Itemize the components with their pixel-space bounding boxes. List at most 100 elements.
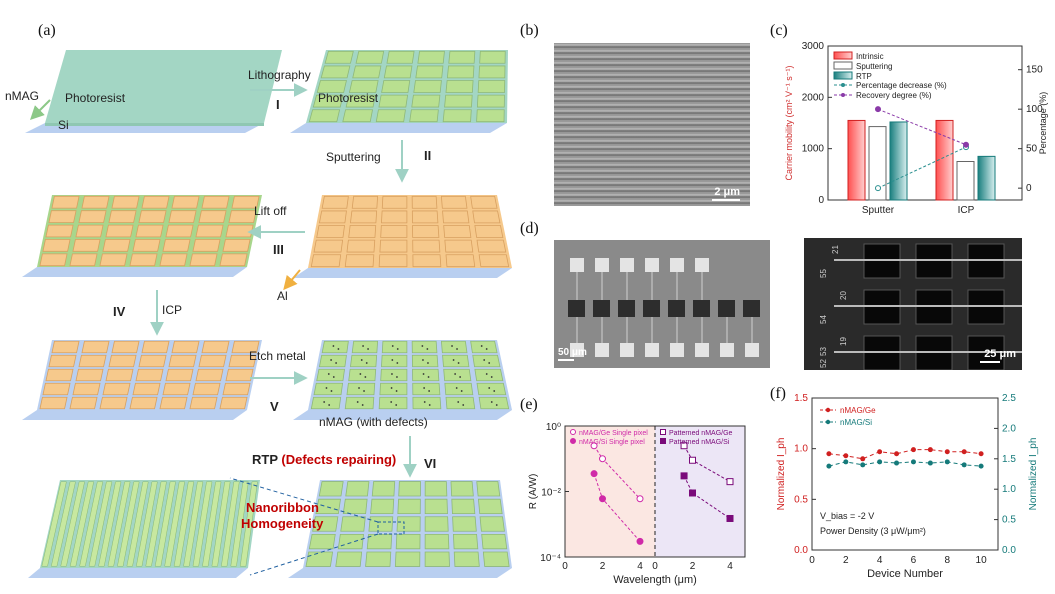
legend-label: Percentage decrease (%) (856, 81, 947, 90)
nanoribbon-stripe (117, 481, 140, 567)
data-point (944, 449, 950, 455)
etched-pixel (474, 368, 504, 382)
icp-pad (105, 368, 134, 382)
y2-tick-label: 1.5 (1002, 454, 1016, 465)
legend-label: Recovery degree (%) (856, 91, 932, 100)
pixel-square (643, 300, 660, 317)
defect-dot (480, 345, 483, 347)
region-single-pixel (565, 426, 655, 557)
icp-pad (138, 354, 167, 368)
photoresist-pixel (442, 109, 472, 123)
nmag-label: nMAG (5, 89, 40, 103)
data-point (877, 459, 883, 465)
legend-marker (570, 429, 576, 435)
defect-dot (485, 373, 488, 375)
step-2-label: II (424, 148, 432, 163)
slab-nanoribbon (28, 480, 260, 578)
defect-dot (364, 376, 367, 378)
legend-label: Patterned nMAG/Ge (669, 430, 733, 437)
al-pixel-outline (476, 239, 507, 253)
rtp-pixel (305, 551, 334, 567)
bottom-pad (570, 343, 584, 357)
legend-label: nMAG/Si (840, 418, 872, 427)
bar-intrinsic-sputter (847, 119, 866, 201)
top-pad (695, 258, 709, 272)
data-point (860, 456, 866, 462)
nanoribbon-stripe (126, 481, 149, 567)
legend-marker (570, 438, 576, 444)
icp-pad (195, 368, 224, 382)
defect-dot (390, 387, 393, 389)
lift-off-pad (99, 253, 128, 267)
legend-marker (825, 407, 831, 413)
scale-right-label: 25 μm (984, 348, 1016, 360)
nanoribbon-stripe (88, 481, 113, 567)
al-pixel-outline (344, 254, 375, 268)
legend-label: Intrinsic (856, 52, 884, 61)
etched-pixel (351, 340, 379, 354)
etched-pixel (350, 354, 378, 368)
defect-dot (391, 359, 394, 361)
sem-image-devices-left: 50 μm (554, 240, 770, 368)
defect-dot (427, 362, 429, 364)
rtp-pixel (365, 551, 392, 567)
icp-pad (69, 396, 98, 410)
legend-label: nMAG/Si Single pixel (579, 439, 645, 446)
nanoribbon-stripe (41, 481, 67, 567)
y2-tick-label: 0.0 (1002, 545, 1016, 556)
data-point (636, 537, 644, 545)
nanoribbon-stripe (60, 481, 85, 567)
al-pixel-outline (445, 254, 476, 268)
y-tick-label: 0.5 (794, 494, 808, 505)
y-tick-label: 10⁻⁴ (540, 553, 561, 564)
rtp-pixel (315, 498, 341, 515)
defect-dot (485, 348, 488, 350)
defect-dot (327, 373, 330, 375)
slab-patterned-photoresist (290, 50, 508, 133)
data-point (910, 447, 916, 453)
etched-pixel (411, 354, 439, 368)
nanoribbon-stripe (173, 481, 195, 567)
defect-dot (493, 390, 496, 392)
pixel-square (743, 300, 760, 317)
photoresist-pixel (448, 50, 476, 64)
data-point (927, 447, 933, 453)
pixel-square (668, 300, 685, 317)
photoresist-pixel (352, 65, 382, 79)
plot-frame (811, 397, 999, 551)
rtp-pixel (477, 498, 503, 515)
line-1 (877, 108, 967, 146)
data-point (927, 460, 933, 466)
panel-label-c: (c) (770, 22, 788, 39)
y2-tick-label: 2.5 (1002, 393, 1016, 404)
etched-pixel (310, 396, 342, 410)
icp-pad (159, 396, 188, 410)
defect-dot (337, 348, 340, 350)
icp-pad (51, 340, 80, 354)
region-patterned (655, 426, 745, 557)
lift-off-pad (75, 224, 104, 238)
nanoribbon-stripe (145, 481, 167, 567)
x-tick-label: 4 (727, 561, 733, 572)
rtp-pixel (312, 516, 339, 532)
defect-dot (359, 373, 362, 375)
x-tick-label: 2 (843, 555, 849, 566)
defect-dot (459, 376, 462, 378)
defect-dot (422, 359, 424, 361)
bar-sputtering-sputter (868, 126, 887, 201)
defect-dot (462, 404, 465, 406)
al-pixel-outline (444, 239, 474, 253)
etch-metal-label: Etch metal (249, 349, 306, 363)
data-point (726, 514, 734, 522)
nanoribbon-label: Nanoribbon (246, 500, 319, 515)
defect-dot (391, 373, 393, 375)
defect-dot (452, 359, 455, 361)
line-0 (877, 146, 967, 189)
y2-tick-label: 0 (1026, 183, 1032, 194)
icp-pad (72, 382, 101, 396)
legend-swatch (833, 71, 853, 80)
lift-off-pad (159, 253, 188, 267)
defect-dot (428, 404, 431, 406)
x-tick-label: 2 (690, 561, 696, 572)
photoresist-pixel (478, 65, 506, 79)
